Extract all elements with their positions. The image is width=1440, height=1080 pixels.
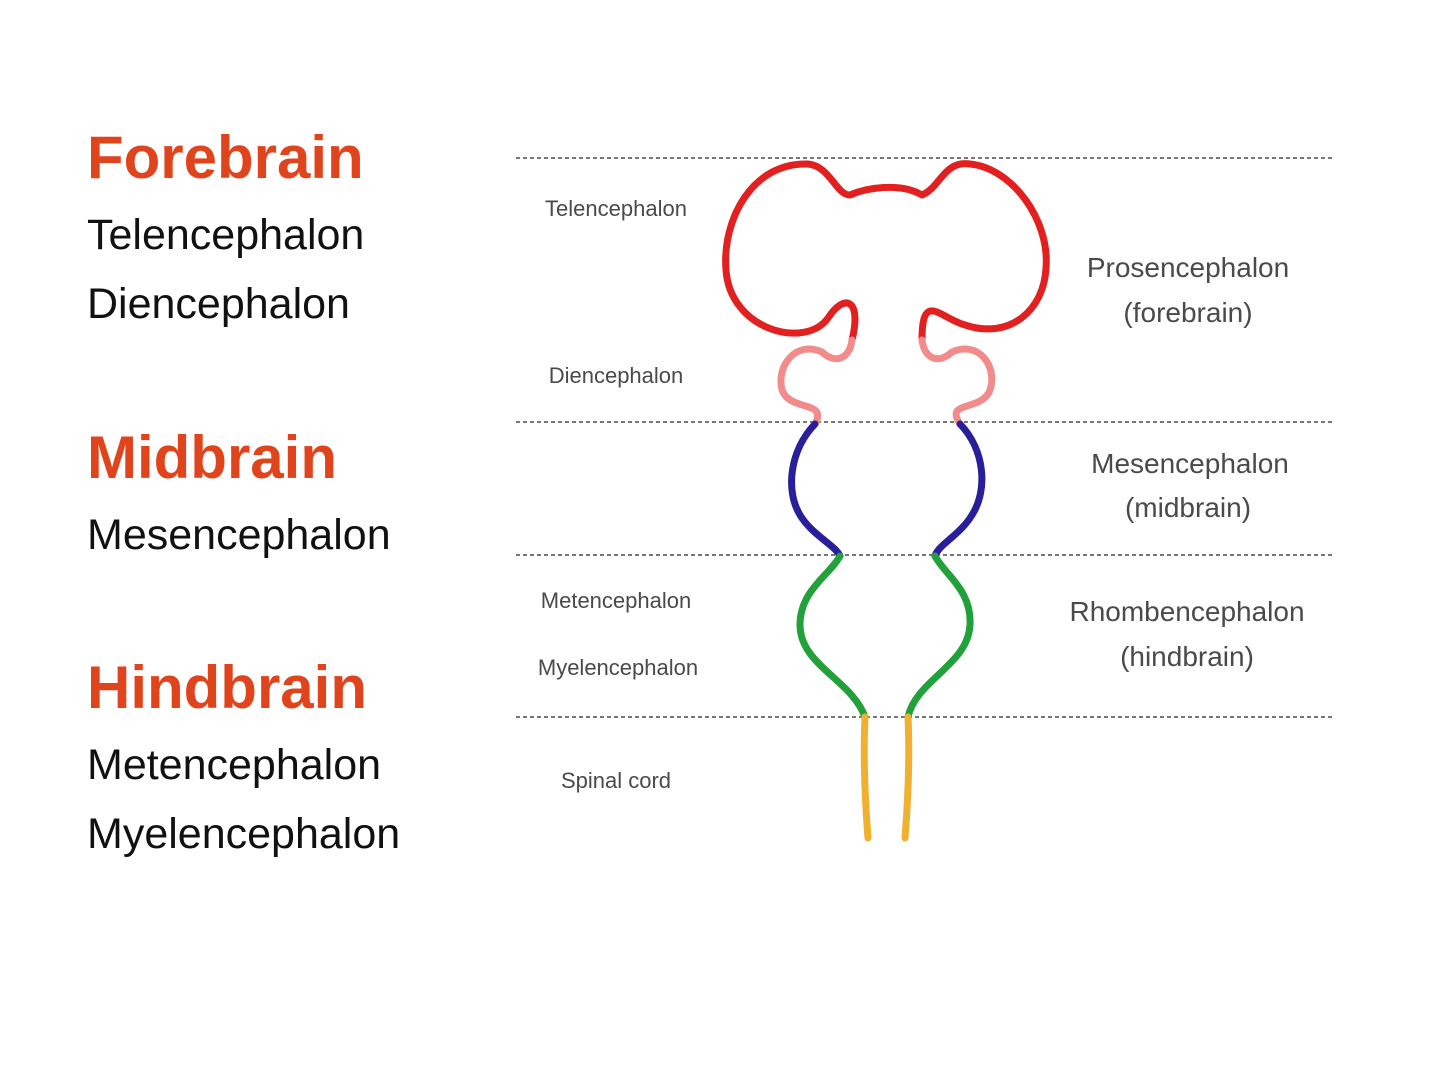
diencephalon-right-outline <box>918 336 996 428</box>
hindbrain-item-metencephalon: Metencephalon <box>87 741 382 789</box>
division-list: Forebrain Telencephalon Diencephalon Mid… <box>0 0 500 1080</box>
hindbrain-item-myelencephalon: Myelencephalon <box>87 810 401 858</box>
mesencephalon-right-outline <box>931 420 986 560</box>
label-myelencephalon: Myelencephalon <box>538 655 698 680</box>
midbrain-item-mesencephalon: Mesencephalon <box>87 511 391 559</box>
label-mesencephalon: Mesencephalon <box>1091 448 1289 479</box>
spinal-cord-right-outline <box>901 713 913 842</box>
label-mesencephalon-sub: (midbrain) <box>1125 492 1251 523</box>
label-diencephalon: Diencephalon <box>549 363 684 388</box>
label-rhombencephalon: Rhombencephalon <box>1069 596 1304 627</box>
forebrain-item-telencephalon: Telencephalon <box>87 211 365 259</box>
hindbrain-title: Hindbrain <box>87 654 367 721</box>
forebrain-item-diencephalon: Diencephalon <box>87 280 350 328</box>
label-metencephalon: Metencephalon <box>541 588 691 613</box>
rhombencephalon-right-outline <box>904 552 974 721</box>
rhombencephalon-left-outline <box>796 552 869 721</box>
label-prosencephalon: Prosencephalon <box>1087 252 1289 283</box>
diencephalon-left-outline <box>777 336 856 428</box>
telencephalon-outline <box>722 160 1050 344</box>
label-rhombencephalon-sub: (hindbrain) <box>1120 641 1254 672</box>
midbrain-title: Midbrain <box>87 424 337 491</box>
label-telencephalon: Telencephalon <box>545 196 687 221</box>
spinal-cord-left-outline <box>860 713 872 842</box>
label-spinal-cord: Spinal cord <box>561 768 671 793</box>
label-prosencephalon-sub: (forebrain) <box>1123 297 1252 328</box>
forebrain-title: Forebrain <box>87 124 364 191</box>
mesencephalon-left-outline <box>788 420 844 560</box>
